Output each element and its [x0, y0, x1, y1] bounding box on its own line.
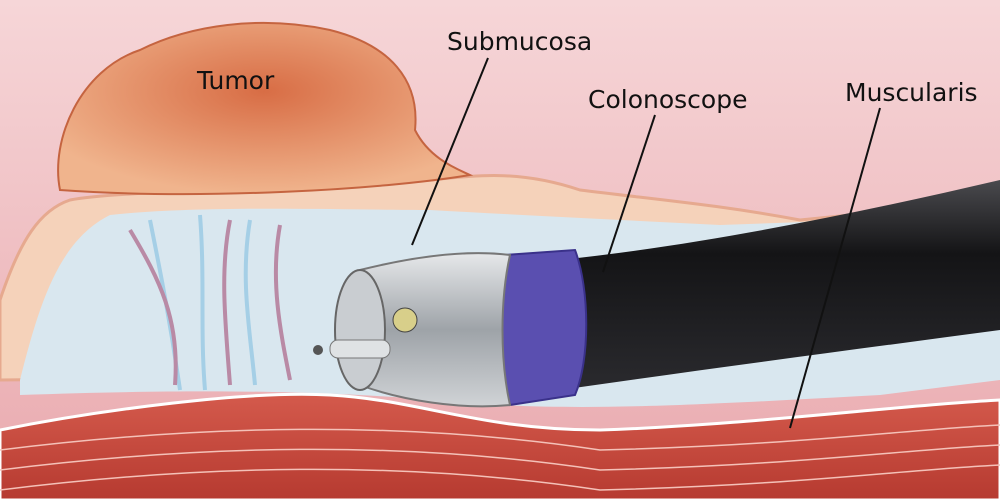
muscle-fibers: [0, 424, 1000, 491]
tumor-label: Tumor: [197, 66, 275, 95]
colonoscope: [313, 180, 1000, 408]
colonoscope-label: Colonoscope: [588, 85, 748, 114]
colonoscope-leader: [602, 114, 656, 273]
submucosa-leader: [411, 57, 489, 246]
leader-lines: [411, 57, 881, 429]
muscularis-label: Muscularis: [845, 78, 978, 107]
tumor: [57, 21, 474, 196]
scope-band: [497, 248, 588, 407]
submucosa-label: Submucosa: [447, 27, 593, 56]
muscularis-layer: [0, 392, 1000, 500]
blood-vessels: [128, 214, 292, 391]
muscularis-leader: [789, 107, 881, 429]
scope-needle-tip: [313, 345, 323, 355]
